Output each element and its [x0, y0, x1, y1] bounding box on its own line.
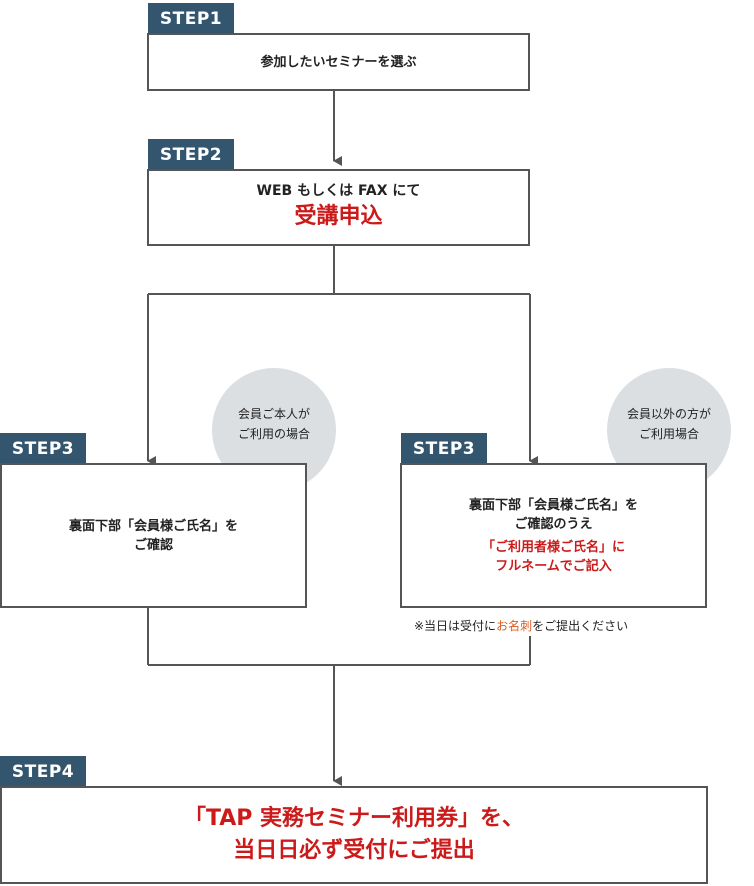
step2-box: WEB もしくは FAX にて 受講申込 [147, 169, 530, 246]
left-circle-line1: 会員ご本人が [237, 407, 310, 421]
right-step3-red1: 「ご利用者様ご氏名」に [481, 539, 625, 555]
right-step3-box: 裏面下部「会員様ご氏名」を ご確認のうえ 「ご利用者様ご氏名」に フルネームでご… [400, 463, 707, 608]
step4-box: 「TAP 実務セミナー利用券」を、 当日日必ず受付にご提出 [0, 786, 708, 884]
note-highlight: お名刺 [496, 619, 533, 633]
left-step3-line1: 裏面下部「会員様ご氏名」を [68, 518, 238, 534]
right-step3-red2: フルネームでご記入 [495, 558, 612, 574]
step4-line1: 「TAP 実務セミナー利用券」を、 [183, 806, 525, 831]
note-prefix: ※当日は受付に [414, 619, 497, 633]
right-circle-line2: ご利用場合 [638, 427, 699, 441]
business-card-note: ※当日は受付にお名刺をご提出ください [414, 617, 628, 634]
step1-tag: STEP1 [148, 3, 234, 34]
left-condition-text: 会員ご本人が ご利用の場合 [212, 404, 336, 444]
step1-box: 参加したいセミナーを選ぶ [147, 33, 530, 91]
note-suffix: をご提出ください [532, 619, 629, 633]
step2-tag: STEP2 [148, 139, 234, 170]
right-step3-tag: STEP3 [401, 433, 487, 464]
right-condition-text: 会員以外の方が ご利用場合 [607, 404, 731, 444]
left-step3-tag: STEP3 [0, 433, 86, 464]
step4-tag: STEP4 [0, 756, 86, 787]
left-step3-line2: ご確認 [133, 537, 173, 553]
left-circle-line2: ご利用の場合 [237, 427, 310, 441]
right-step3-line2: ご確認のうえ [514, 516, 593, 532]
right-step3-line1: 裏面下部「会員様ご氏名」を [468, 497, 638, 513]
step4-line2: 当日日必ず受付にご提出 [233, 838, 475, 863]
step2-line2: 受講申込 [294, 204, 383, 229]
step1-text: 参加したいセミナーを選ぶ [260, 54, 417, 70]
left-step3-box: 裏面下部「会員様ご氏名」を ご確認 [0, 463, 307, 608]
step2-line1: WEB もしくは FAX にて [256, 183, 421, 199]
right-circle-line1: 会員以外の方が [626, 407, 711, 421]
